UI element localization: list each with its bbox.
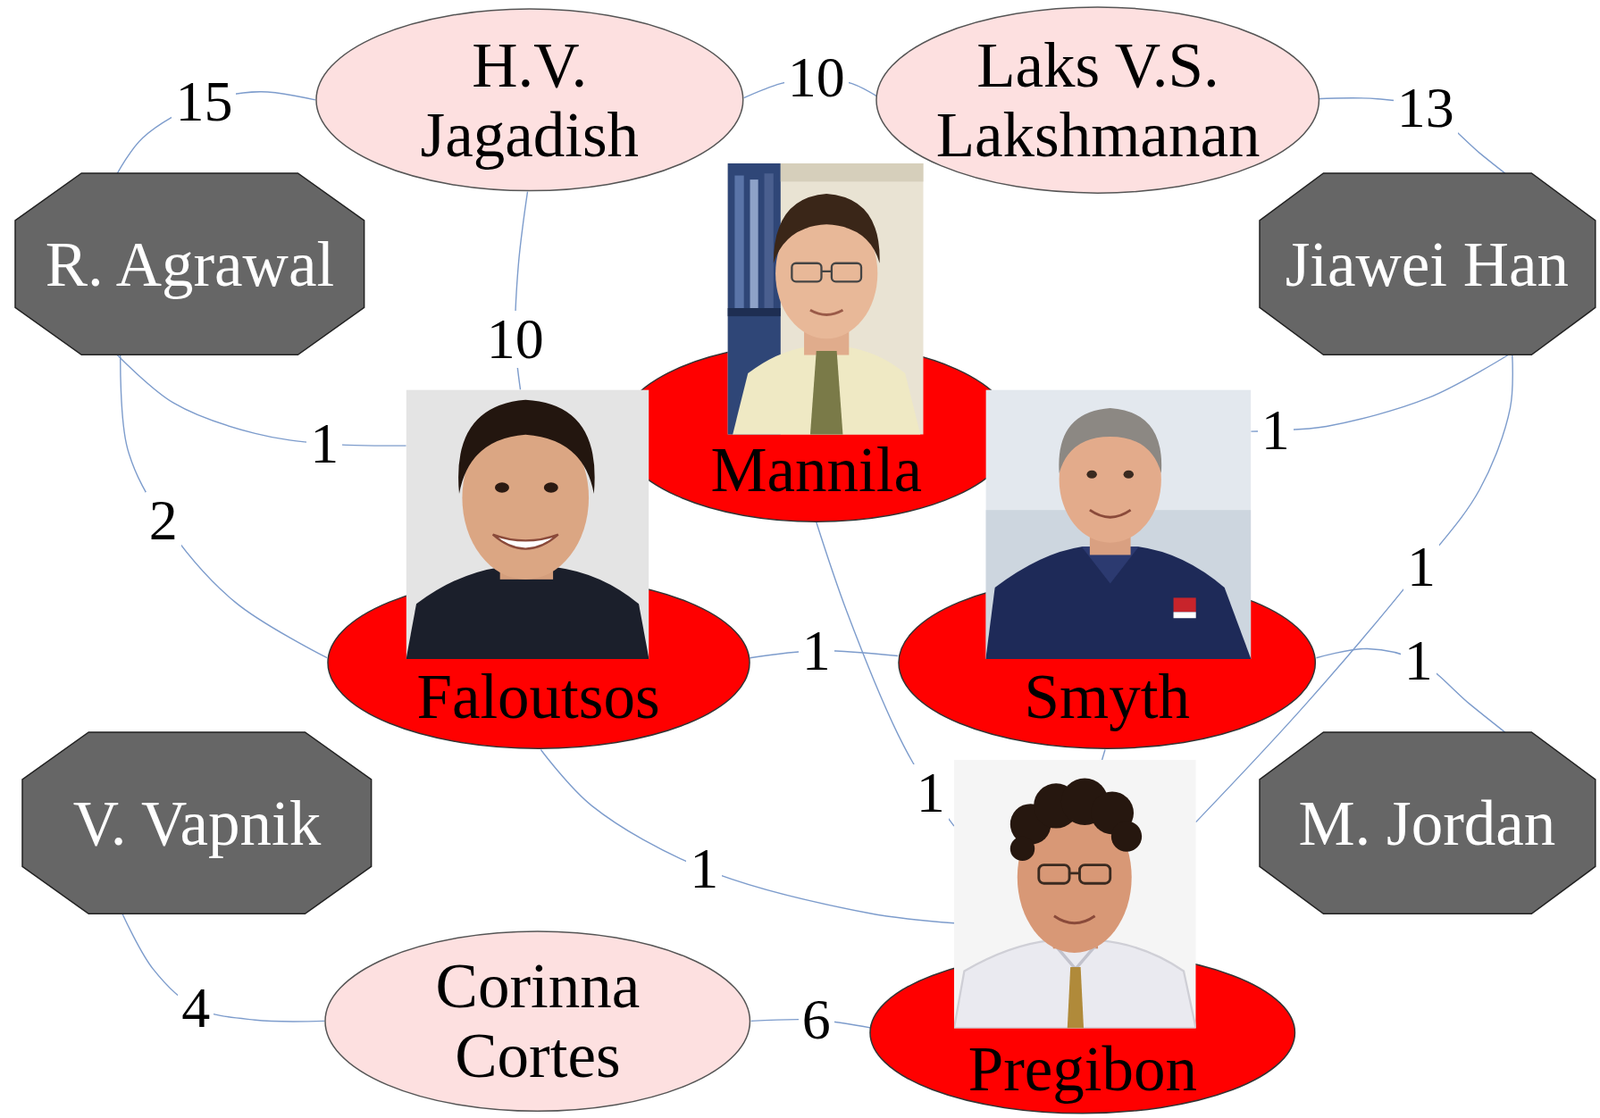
person-ellipse: Corinna Cortes: [324, 930, 751, 1113]
person-ellipse: H.V. Jagadish: [315, 8, 745, 193]
ellipse-shape: [898, 577, 1316, 749]
person-name: Pregibon: [968, 1034, 1198, 1105]
person-name: H.V. Jagadish: [376, 30, 683, 170]
coauthor-count: 2: [145, 492, 182, 550]
ellipse-shape: [316, 8, 744, 192]
octagon-shape: [1259, 732, 1596, 914]
coauthor-count: 1: [1257, 402, 1294, 460]
ellipse-shape: [325, 931, 750, 1112]
coauthor-count: 15: [171, 73, 236, 131]
coauthor-count: 1: [798, 622, 835, 680]
coauthor-count: 4: [177, 980, 214, 1038]
coauthor-count: 1: [1403, 538, 1440, 596]
octagon-shape: [1259, 173, 1596, 355]
person-name: R. Agrawal: [45, 229, 335, 300]
coauthor-count: 10: [483, 310, 548, 369]
octagon-shape: [22, 732, 372, 914]
coauthor-count: 1: [686, 840, 722, 898]
portrait-photo: [954, 760, 1197, 1029]
portrait-photo: [727, 163, 923, 436]
ellipse-shape: [618, 343, 1014, 522]
person-name: Jiawei Han: [1285, 229, 1569, 300]
ellipse-shape: [870, 952, 1295, 1115]
coauthor-link: [117, 354, 406, 446]
person-octagon: V. Vapnik: [22, 732, 372, 914]
coauthor-count: 1: [306, 415, 343, 473]
person-name: V. Vapnik: [73, 788, 321, 859]
ellipse-shape: [327, 577, 750, 749]
person-name: Smyth: [1024, 661, 1190, 732]
coauthor-count: 6: [798, 991, 835, 1049]
coauthor-count: 13: [1393, 79, 1458, 137]
person-name: Faloutsos: [416, 661, 660, 732]
person-octagon: R. Agrawal: [15, 173, 365, 355]
ellipse-shape: [876, 7, 1319, 193]
person-name: M. Jordan: [1298, 788, 1556, 859]
coauthor-link: [122, 913, 325, 1022]
highlighted-person: Mannila: [617, 342, 1015, 523]
coauthor-count: 1: [913, 764, 949, 822]
person-ellipse: Laks V.S. Lakshmanan: [875, 6, 1320, 194]
highlighted-person: Pregibon: [869, 951, 1296, 1115]
highlighted-person: Smyth: [897, 576, 1316, 750]
highlighted-person: Faloutsos: [326, 576, 751, 750]
person-name: Laks V.S. Lakshmanan: [927, 30, 1270, 170]
coauthor-link: [540, 750, 955, 924]
octagon-shape: [15, 173, 365, 355]
portrait-photo: [406, 389, 650, 660]
person-octagon: M. Jordan: [1259, 732, 1596, 914]
person-octagon: Jiawei Han: [1259, 173, 1596, 355]
portrait-photo: [985, 389, 1251, 660]
coauthor-link: [1102, 750, 1106, 761]
person-name: Corinna Cortes: [385, 951, 692, 1091]
person-name: Mannila: [710, 435, 922, 505]
coauthor-link: [120, 354, 327, 658]
coauthor-count: 10: [784, 49, 849, 107]
coauthor-count: 1: [1400, 632, 1437, 690]
